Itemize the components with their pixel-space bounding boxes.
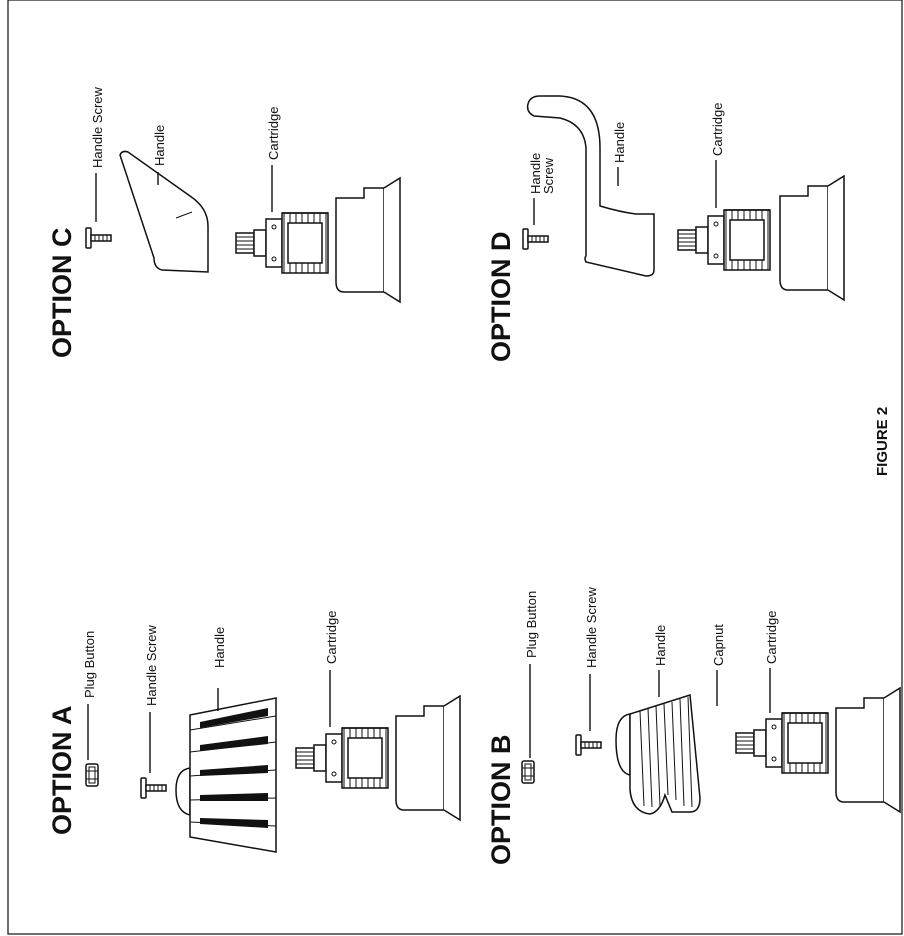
option-a-title: OPTION A <box>47 705 77 835</box>
option-b-title: OPTION B <box>486 734 516 865</box>
option-b-plug-button-label: Plug Button <box>524 591 539 658</box>
option-b: OPTION B Plug Button Handle Screw Handle… <box>486 586 901 865</box>
handle-screw-icon <box>85 227 112 249</box>
option-d: OPTION D Handle Screw Handle Cartridge <box>486 95 845 362</box>
figure-caption: FIGURE 2 <box>874 407 891 476</box>
option-c-title: OPTION C <box>47 227 77 358</box>
option-c-handle-screw-label: Handle Screw <box>90 86 105 168</box>
valve-body-icon <box>779 175 845 301</box>
option-a-handle-label: Handle <box>212 627 227 668</box>
option-b-cartridge-label: Cartridge <box>764 611 779 664</box>
cartridge-icon <box>235 212 329 274</box>
handle-screw-icon <box>522 228 549 250</box>
option-b-capnut-label: Capnut <box>711 624 726 666</box>
handle-icon <box>119 150 209 273</box>
handle-icon <box>526 95 655 277</box>
option-b-handle-screw-label: Handle Screw <box>584 586 599 668</box>
option-a: OPTION A Plug Button Handle Screw Handle… <box>47 611 461 853</box>
valve-body-icon <box>395 695 461 821</box>
handle-screw-icon <box>575 734 602 756</box>
option-a-plug-button-label: Plug Button <box>82 631 97 698</box>
option-d-handle-screw-label-line1: Handle <box>528 153 543 194</box>
option-d-cartridge-label: Cartridge <box>710 103 725 156</box>
plug-button-icon <box>85 763 99 787</box>
cartridge-icon <box>295 727 389 789</box>
handle-icon <box>175 697 277 853</box>
cartridge-icon <box>735 712 829 774</box>
handle-screw-icon <box>140 777 167 799</box>
option-a-cartridge-label: Cartridge <box>324 611 339 664</box>
plug-button-icon <box>521 760 535 784</box>
option-d-handle-label: Handle <box>612 122 627 163</box>
option-d-handle-screw-label-line2: Screw <box>541 157 556 194</box>
option-c-cartridge-label: Cartridge <box>266 107 281 160</box>
cartridge-icon <box>677 209 771 271</box>
handle-icon <box>615 694 701 815</box>
option-d-title: OPTION D <box>486 231 516 362</box>
option-c-handle-label: Handle <box>152 125 167 166</box>
figure-frame <box>7 0 903 935</box>
valve-body-icon <box>835 687 901 813</box>
option-b-handle-label: Handle <box>653 625 668 666</box>
option-a-handle-screw-label: Handle Screw <box>144 624 159 706</box>
option-c: OPTION C Handle Screw Handle Cartridge <box>47 86 401 358</box>
valve-body-icon <box>335 177 401 303</box>
